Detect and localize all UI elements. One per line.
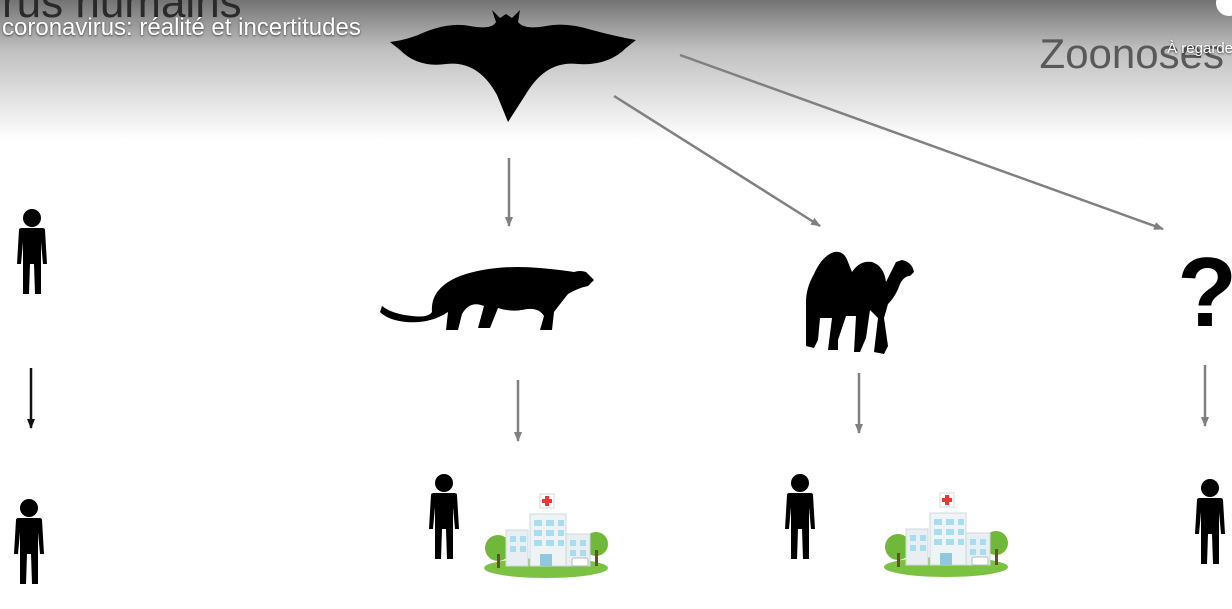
bat-icon <box>390 10 636 122</box>
civet-icon <box>380 267 594 330</box>
person-icon <box>429 474 459 559</box>
person-icon <box>1195 479 1225 564</box>
slide-heading: rus humains <box>2 0 242 27</box>
title-overlay-gradient <box>0 0 1232 140</box>
clock-icon[interactable] <box>1216 0 1232 16</box>
arrow-bat-to-camel <box>613 94 821 228</box>
slide-topic: Zoonoses <box>1039 30 1224 77</box>
watch-later-button[interactable]: À regarder <box>1167 40 1232 57</box>
person-icon <box>17 209 47 294</box>
arrow-bat-to-unknown <box>679 53 1164 231</box>
camel-icon <box>806 251 914 354</box>
unknown-host-question-mark: ? <box>1177 237 1232 347</box>
person-icon <box>785 474 815 559</box>
hospital-icon <box>483 493 609 579</box>
person-icon <box>14 499 44 584</box>
video-title[interactable]: coronavirus: réalité et incertitudes <box>2 14 361 41</box>
hospital-icon <box>883 492 1009 578</box>
